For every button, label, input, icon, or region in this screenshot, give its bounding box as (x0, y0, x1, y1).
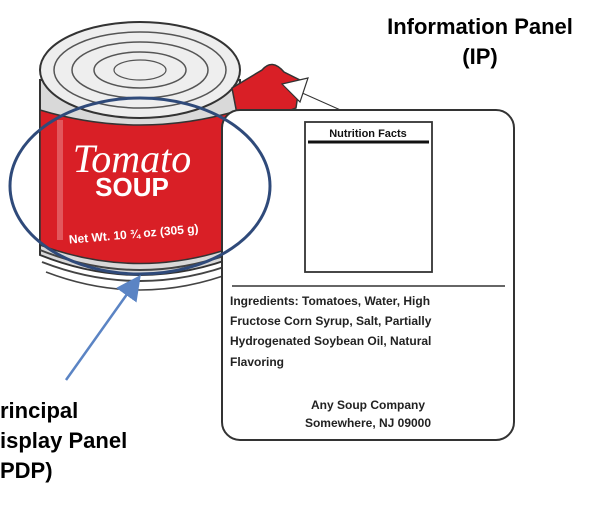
pdp-label-line1: rincipal (0, 398, 79, 423)
ingredients-line-4: Flavoring (230, 355, 284, 369)
ip-label-line2: (IP) (462, 44, 498, 69)
can-lid (39, 21, 241, 119)
soup-can (39, 21, 241, 291)
nutrition-facts-title: Nutrition Facts (329, 128, 407, 140)
can-brand-line1: Tomato (73, 136, 192, 181)
company-line-2: Somewhere, NJ 09000 (305, 416, 431, 430)
pdp-label-line2: isplay Panel (0, 428, 128, 453)
pdp-arrow (64, 274, 141, 381)
company-line-1: Any Soup Company (311, 398, 425, 412)
ingredients-line-2: Fructose Corn Syrup, Salt, Partially (230, 314, 432, 328)
pdp-highlight-ellipse (8, 96, 272, 276)
can-brand-line2: SOUP (95, 172, 169, 202)
pdp-label-line3: PDP) (0, 458, 53, 483)
information-panel (221, 109, 515, 441)
principal-display-panel-label: rincipal isplay Panel PDP) (0, 396, 204, 486)
ingredients-line-3: Hydrogenated Soybean Oil, Natural (230, 334, 431, 348)
ip-arrow (280, 77, 350, 117)
ip-label-line1: Information Panel (387, 14, 573, 39)
ingredients-line-1: Ingredients: Tomatoes, Water, High (230, 294, 430, 308)
information-panel-label: Information Panel (IP) (360, 12, 600, 72)
nutrition-facts-box (304, 121, 433, 273)
